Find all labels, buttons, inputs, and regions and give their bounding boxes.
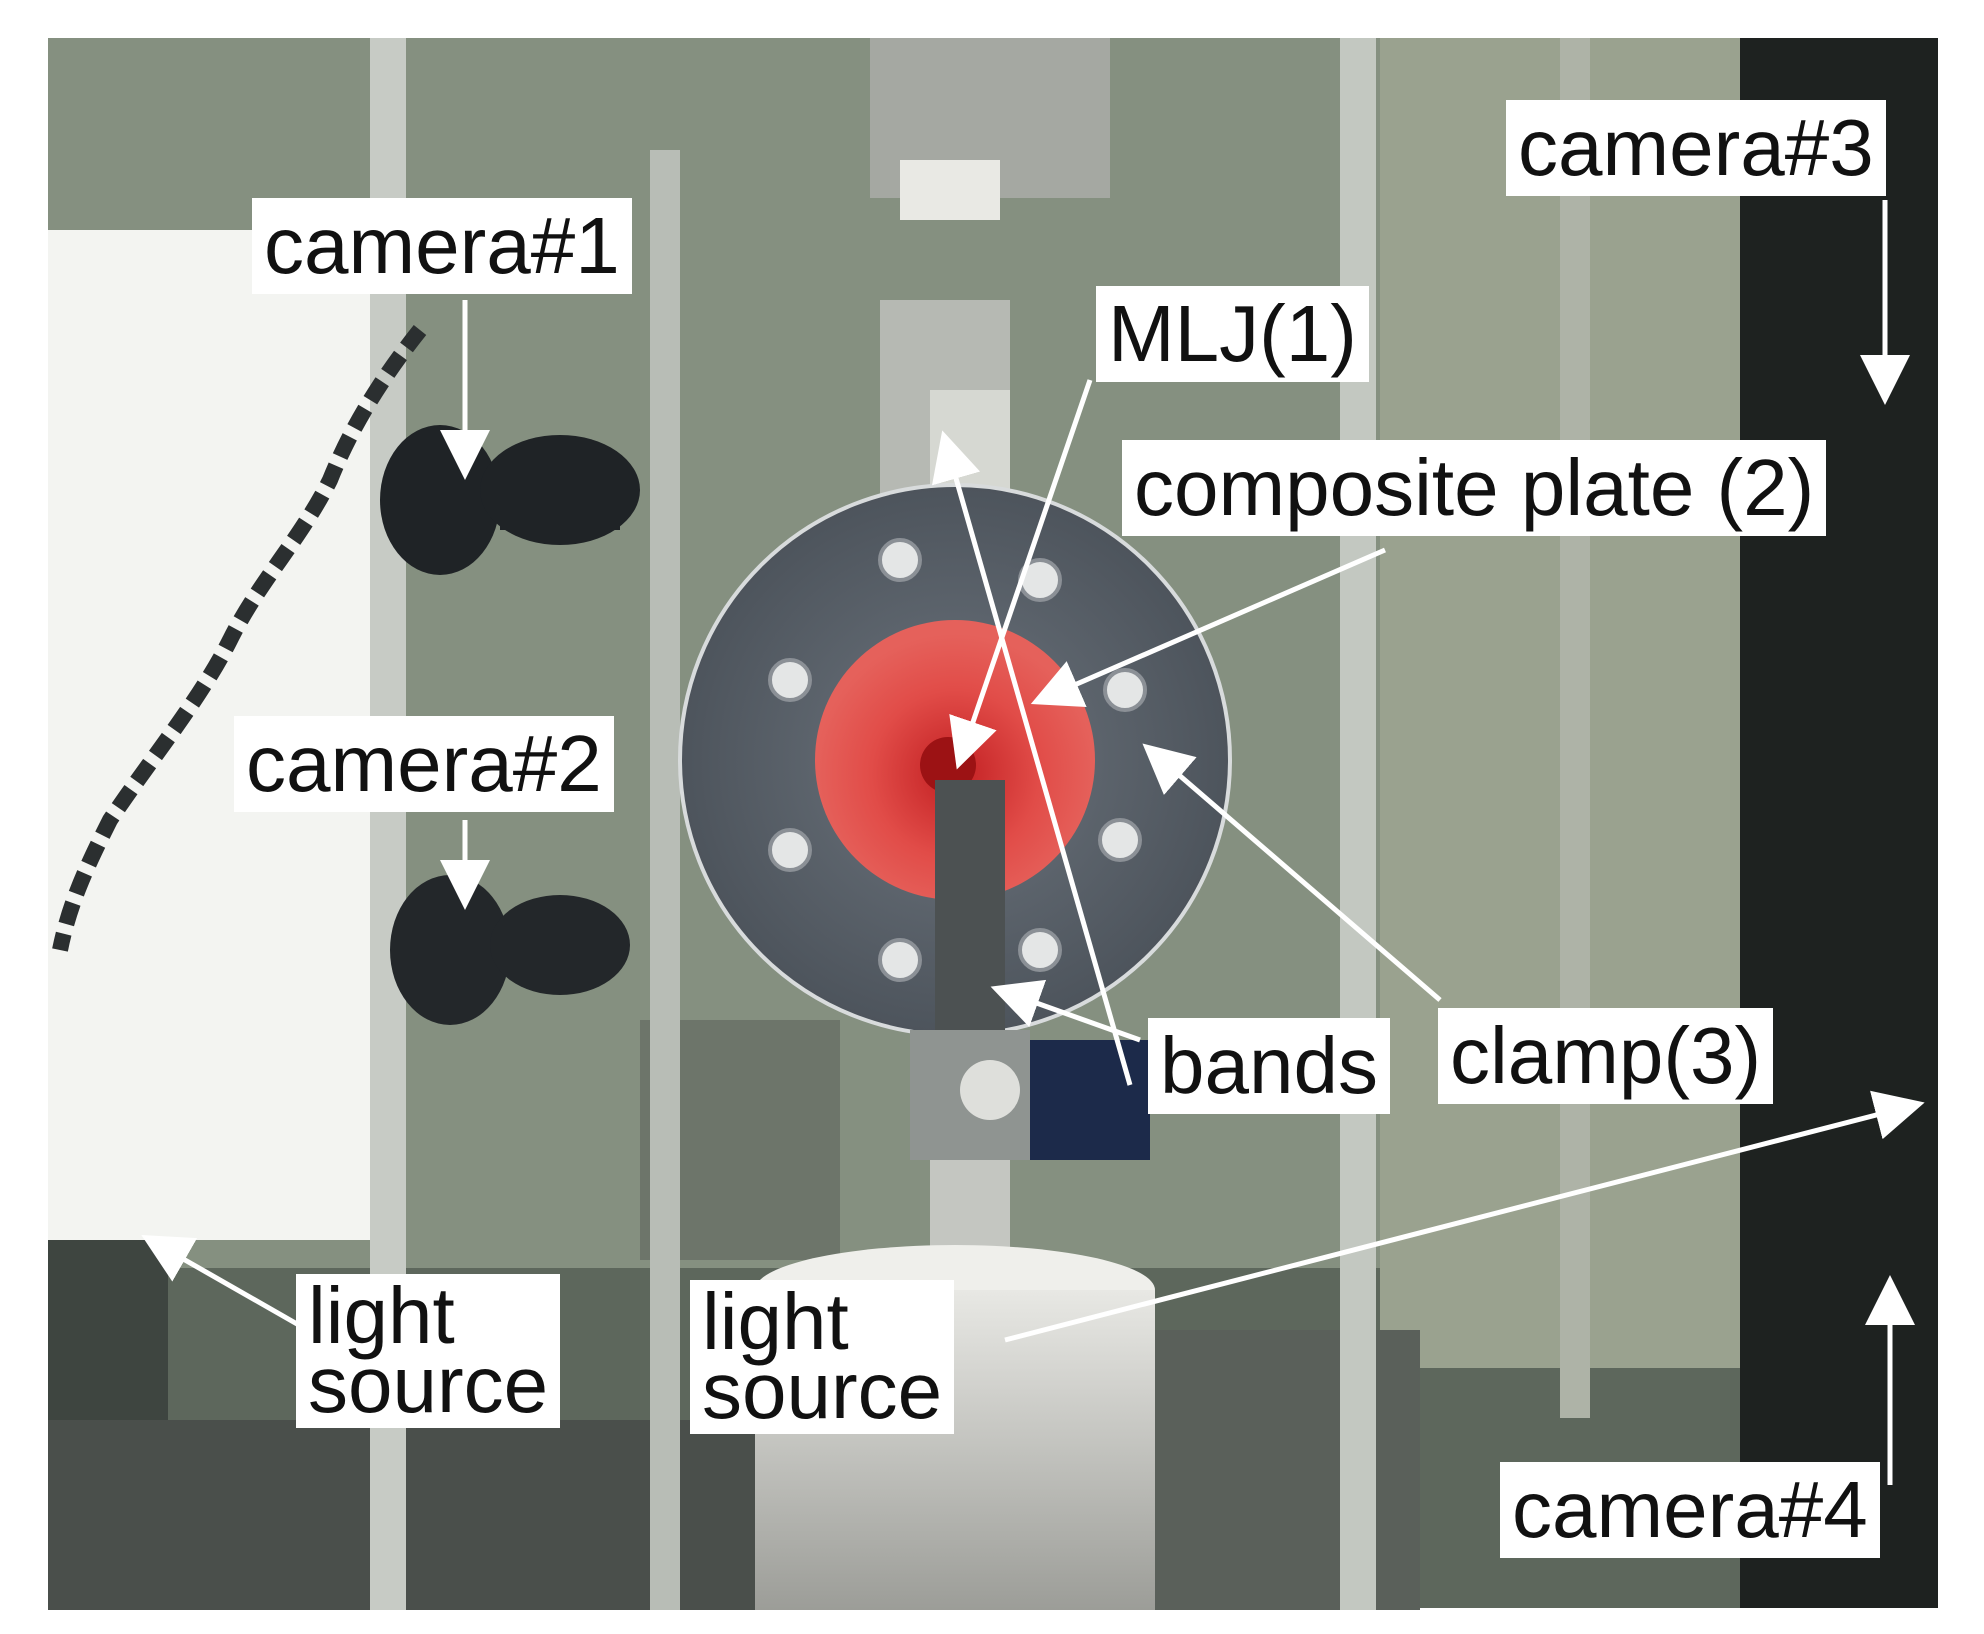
frame-column-right — [1560, 38, 1590, 1418]
coiled-cable — [52, 325, 427, 952]
upper-clamp-block — [930, 390, 1010, 490]
arrow-light-center — [1004, 1090, 1925, 1343]
label-mlj: MLJ(1) — [1096, 286, 1369, 382]
plate-bolts — [768, 538, 1147, 982]
arrow-light-left — [141, 1235, 327, 1343]
label-camera-1: camera#1 — [252, 198, 632, 294]
lower-clamp-bolt — [960, 1060, 1020, 1120]
label-bands: bands — [1148, 1018, 1390, 1114]
arrow-mlj — [949, 379, 1093, 770]
arrow-bands — [931, 430, 1133, 1086]
label-camera-2: camera#2 — [234, 716, 614, 812]
arrow-bands-2 — [990, 979, 1141, 1043]
label-clamp: clamp(3) — [1438, 1008, 1774, 1104]
annotation-arrows — [141, 200, 1925, 1485]
label-light-source-left-line-2: source — [308, 1339, 549, 1429]
arrow-composite-plate — [1030, 547, 1386, 707]
label-light-source-center-line-2: source — [702, 1345, 943, 1435]
label-light-source-left-line-1: light — [308, 1271, 455, 1360]
label-light-source-center: light source — [690, 1277, 955, 1435]
label-camera-3: camera#3 — [1506, 100, 1886, 196]
label-light-source-left: light source — [296, 1271, 561, 1429]
top-grip — [900, 160, 1000, 220]
label-composite-plate: composite plate (2) — [1122, 440, 1827, 536]
label-camera-4: camera#4 — [1500, 1462, 1880, 1558]
camera-2-body — [390, 875, 630, 1025]
frame-column-mid-right — [1340, 38, 1376, 1610]
right-dark-pillar — [1740, 38, 1938, 1608]
arrow-clamp — [1142, 743, 1442, 1002]
frame-column-mid-left — [650, 150, 680, 1610]
label-light-source-center-line-1: light — [702, 1277, 849, 1366]
